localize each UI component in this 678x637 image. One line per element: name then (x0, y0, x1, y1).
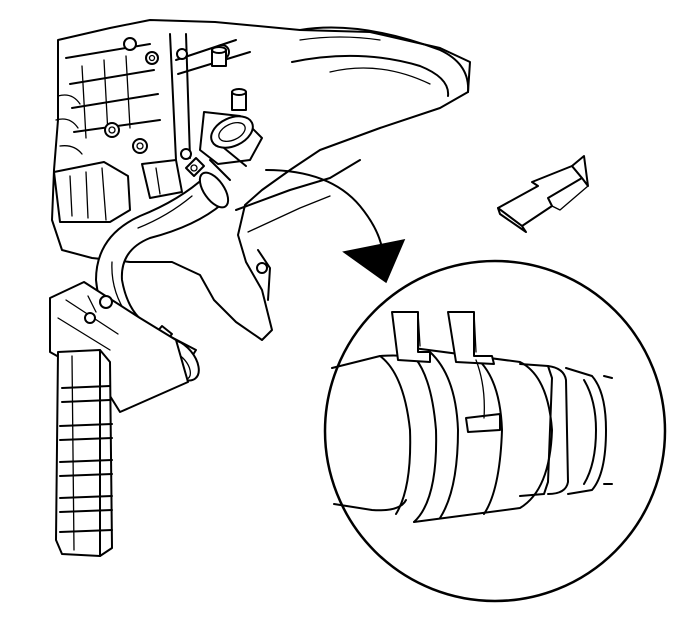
radiator-assembly (49, 281, 189, 557)
upper-hose-clamp (185, 157, 230, 209)
clamp-alignment-detail (323, 259, 667, 603)
callout-arrow (265, 169, 406, 284)
thermostat-housing (199, 111, 263, 181)
tank-ribs (59, 385, 113, 533)
engine-assembly (51, 19, 471, 341)
view-direction-arrow (497, 155, 589, 233)
